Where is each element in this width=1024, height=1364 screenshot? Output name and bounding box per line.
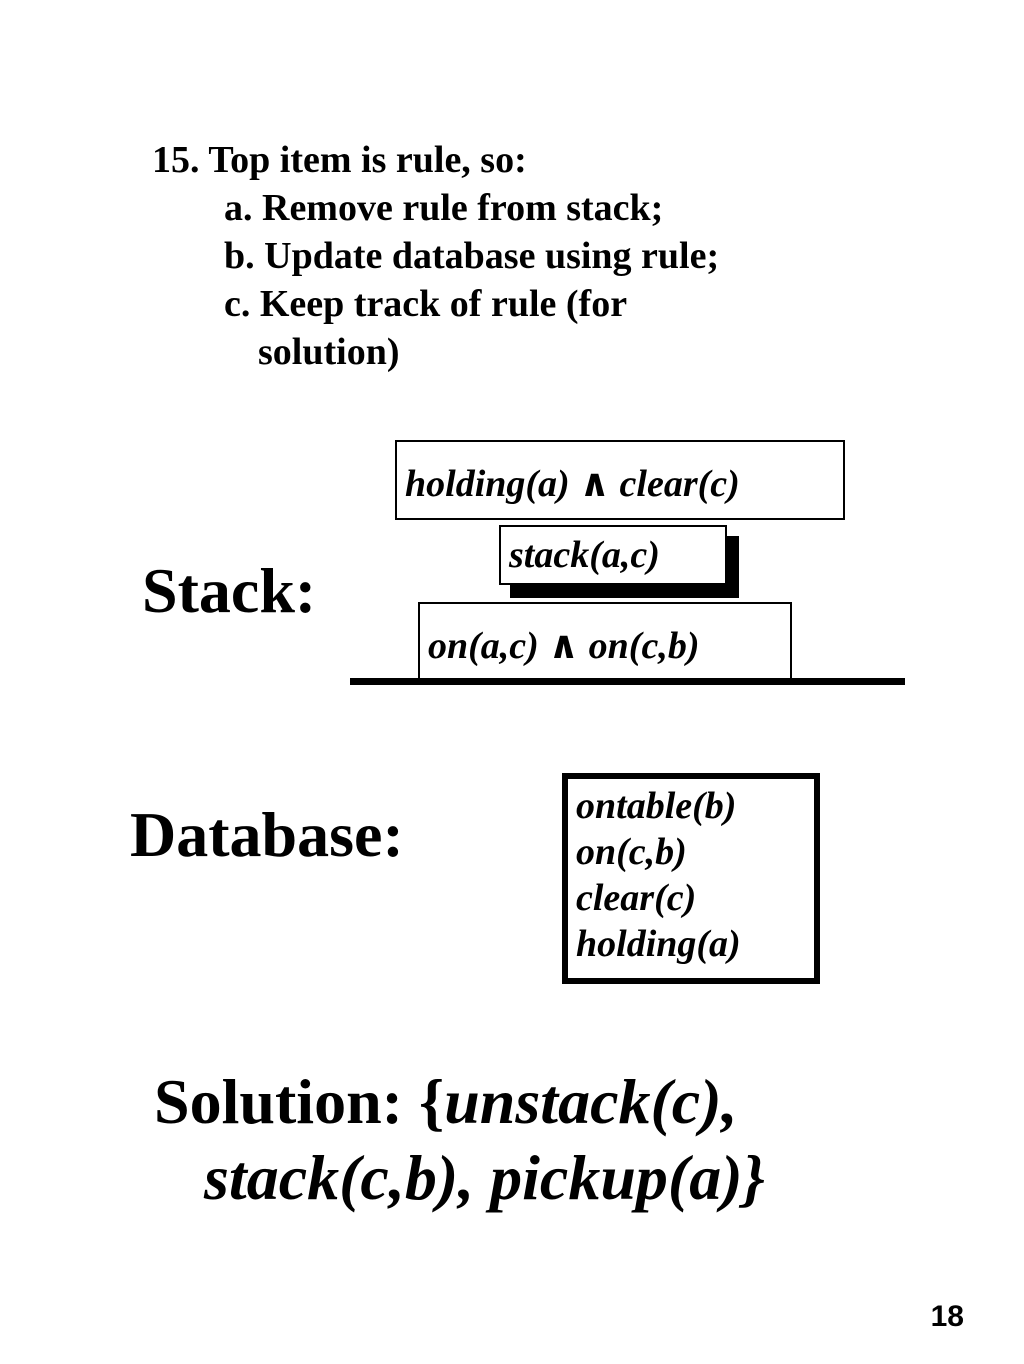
step-item-b: b. Update database using rule; [224, 235, 720, 277]
stack-base-line [350, 678, 905, 685]
database-fact: on(c,b) [576, 831, 687, 873]
solution-label: Solution: { [154, 1066, 445, 1137]
solution-block: Solution: {unstack(c), stack(c,b), picku… [154, 1064, 765, 1216]
step-item-a: a. Remove rule from stack; [224, 187, 664, 229]
step-item-c: c. Keep track of rule (for [224, 283, 628, 325]
solution-line-2: stack(c,b), pickup(a)} [204, 1142, 765, 1213]
solution-line-1: unstack(c), [444, 1066, 738, 1137]
page-number: 18 [930, 1300, 964, 1333]
stack-item-middle: stack(a,c) [499, 525, 727, 585]
step-item-c-continuation: solution) [258, 331, 400, 373]
stack-item-bottom: on(a,c) ∧ on(c,b) [418, 602, 792, 682]
database-box: ontable(b) on(c,b) clear(c) holding(a) [562, 773, 820, 984]
database-fact: clear(c) [576, 877, 697, 919]
database-fact: ontable(b) [576, 785, 737, 827]
step-heading: 15. Top item is rule, so: [152, 139, 527, 181]
database-label: Database: [130, 799, 404, 870]
stack-item-top: holding(a) ∧ clear(c) [395, 440, 845, 520]
stack-label: Stack: [142, 555, 317, 626]
step-list: 15. Top item is rule, so: a. Remove rule… [152, 136, 719, 376]
database-fact: holding(a) [576, 923, 741, 965]
